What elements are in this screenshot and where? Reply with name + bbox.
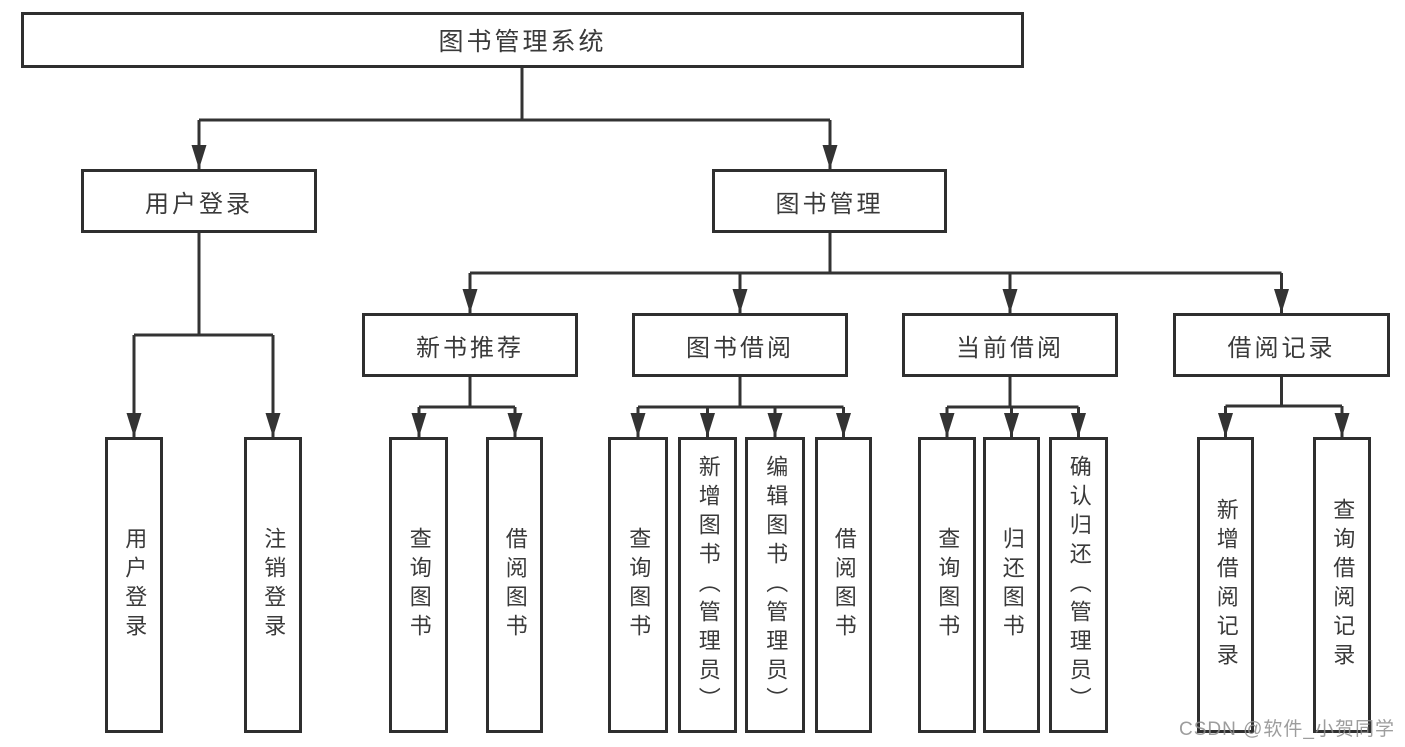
watermark: CSDN @软件_小贺同学 [1179, 719, 1395, 740]
node-current-borrow: 当前借阅 [902, 313, 1118, 377]
leaf-borrow-books: 借阅图书 [486, 437, 543, 733]
node-book-borrow: 图书借阅 [632, 313, 848, 377]
node-user-login: 用户登录 [81, 169, 317, 233]
leaf-return-books: 归还图书 [983, 437, 1040, 733]
leaf-confirm-return-admin: 确认归还（管理员） [1049, 437, 1108, 733]
leaf-add-books-admin: 新增图书（管理员） [678, 437, 737, 733]
leaf-edit-books-admin: 编辑图书（管理员） [745, 437, 805, 733]
node-root: 图书管理系统 [21, 12, 1024, 68]
node-new-book-recommend: 新书推荐 [362, 313, 578, 377]
node-book-management: 图书管理 [712, 169, 947, 233]
leaf-query-books: 查询图书 [389, 437, 448, 733]
leaf-query-books: 查询图书 [608, 437, 668, 733]
leaf-query-books: 查询图书 [918, 437, 976, 733]
leaf-user-login: 用户登录 [105, 437, 163, 733]
node-borrow-records: 借阅记录 [1173, 313, 1390, 377]
leaf-logout: 注销登录 [244, 437, 302, 733]
leaf-query-borrow-record: 查询借阅记录 [1313, 437, 1371, 733]
leaf-borrow-books: 借阅图书 [815, 437, 872, 733]
leaf-add-borrow-record: 新增借阅记录 [1197, 437, 1254, 733]
